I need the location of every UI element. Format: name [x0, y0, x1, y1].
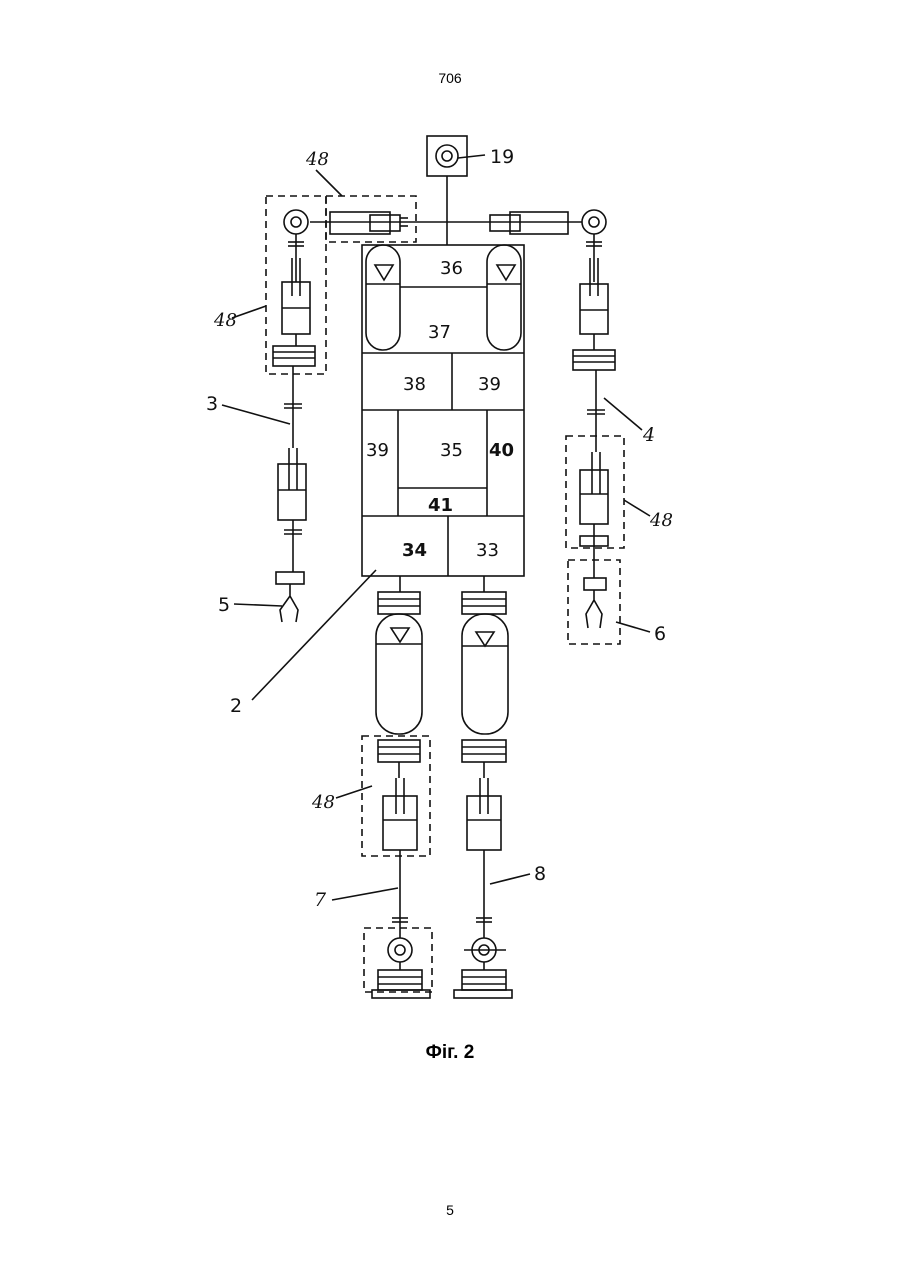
head-sensor — [427, 136, 485, 245]
label-callout-left-leg: 48 — [311, 792, 335, 813]
torso-frame — [362, 245, 524, 576]
block-36: 36 — [440, 258, 463, 279]
label-head: 19 — [490, 146, 514, 168]
block-34: 34 — [402, 540, 427, 561]
block-40: 40 — [489, 440, 514, 461]
shoulder-assembly — [284, 210, 606, 234]
left-arm — [273, 234, 315, 622]
label-left-arm: 3 — [206, 393, 218, 415]
callout-box-right-arm — [566, 436, 624, 548]
label-right-arm: 4 — [642, 424, 655, 446]
label-callout-top: 48 — [305, 149, 329, 170]
block-37: 37 — [428, 322, 451, 343]
label-callout-right-arm: 48 — [649, 510, 673, 531]
block-35: 35 — [440, 440, 463, 461]
block-41: 41 — [428, 495, 453, 516]
label-left-leg: 7 — [314, 889, 327, 911]
block-38: 38 — [403, 374, 426, 395]
callout-box-top — [326, 196, 416, 242]
figure-caption: Фіг. 2 — [0, 1042, 900, 1064]
right-leg — [454, 576, 512, 998]
block-39-top: 39 — [478, 374, 501, 395]
block-33: 33 — [476, 540, 499, 561]
label-right-hand: 6 — [654, 623, 666, 645]
label-left-hand: 5 — [218, 594, 230, 616]
label-right-leg: 8 — [534, 863, 546, 885]
page-footer-number: 5 — [0, 1202, 900, 1218]
label-torso: 2 — [230, 695, 242, 717]
label-callout-left-arm: 48 — [213, 310, 237, 331]
right-arm — [573, 234, 615, 628]
left-leg — [372, 576, 430, 998]
block-39-side: 39 — [366, 440, 389, 461]
